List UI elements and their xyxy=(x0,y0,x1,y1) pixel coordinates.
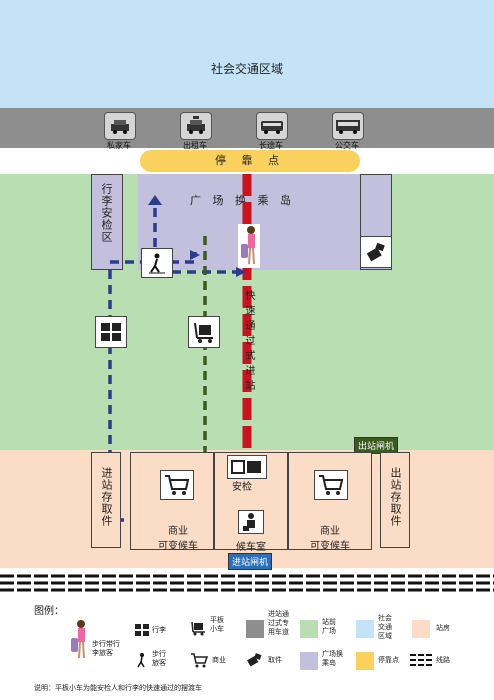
waiting-room-label: 候车室 xyxy=(236,542,266,553)
traveler-icon xyxy=(238,510,264,534)
arrow-right-icon xyxy=(190,250,200,260)
legend-swatch xyxy=(300,620,318,638)
car-icon xyxy=(104,112,136,140)
legend-text: 步行带行李旅客 xyxy=(92,640,120,657)
legend-text: 停靠点 xyxy=(378,656,399,664)
cart-icon xyxy=(188,316,220,348)
legend-swatch xyxy=(356,620,374,638)
legend-text: 商业 xyxy=(212,656,226,664)
legend-text: 取件 xyxy=(268,656,282,664)
inbound-storage: 进站存取件 xyxy=(91,452,121,548)
legend-swatch xyxy=(300,652,318,670)
legend-text: 社会交通区域 xyxy=(378,614,392,640)
vehicle-label: 出租车 xyxy=(183,141,207,150)
arrow-up-icon xyxy=(148,195,162,205)
vehicle-taxi: 出租车 xyxy=(180,112,218,151)
legend-swatch xyxy=(412,620,430,638)
legend-text: 广场换乘岛 xyxy=(322,650,343,667)
taxi-icon xyxy=(180,112,212,140)
transfer-island-label: 广 场 换 乘 岛 xyxy=(190,194,295,207)
legend-swatch xyxy=(356,652,374,670)
arrow-right-icon xyxy=(236,267,246,277)
legend-text: 进站通过式专用车道 xyxy=(268,610,289,636)
shop-left-label: 商业 可变候车 xyxy=(158,526,198,552)
social-traffic-zone xyxy=(0,0,494,108)
luggage-icon xyxy=(95,316,127,348)
luggage-check-area: 行李安检区 xyxy=(91,174,123,270)
security-label: 安检 xyxy=(232,482,252,493)
legend-text: 行李 xyxy=(152,626,166,634)
vehicle-coach: 长途车 xyxy=(256,112,294,151)
outbound-storage: 出站存取件 xyxy=(380,452,410,548)
shopping-cart-icon xyxy=(160,470,194,500)
shop-left xyxy=(130,452,214,550)
track-icon xyxy=(410,654,434,666)
vehicle-bus: 公交车 xyxy=(332,112,370,151)
coach-icon xyxy=(256,112,288,140)
pedestrian-icon xyxy=(134,652,150,668)
track-lines xyxy=(0,574,494,592)
vehicle-label: 长途车 xyxy=(259,141,283,150)
traveler-luggage-icon xyxy=(238,224,260,268)
legend-text: 线路 xyxy=(436,656,450,664)
shopping-cart-icon xyxy=(314,470,348,500)
stop-point: 停 靠 点 xyxy=(140,150,360,172)
traveler-luggage-icon xyxy=(68,618,90,662)
road-strip xyxy=(0,108,494,148)
entry-gate: 进站闸机 xyxy=(228,553,273,570)
legend-text: 站房 xyxy=(436,624,450,632)
bus-icon xyxy=(332,112,364,140)
shopping-cart-icon xyxy=(190,652,209,668)
exit-gate: 出站闸机 xyxy=(354,437,399,454)
legend-text: 平板小车 xyxy=(210,616,224,633)
legend-swatch xyxy=(246,620,264,638)
footnote: 说明：平板小车为能安检人和行李的快速通过的摆渡车 xyxy=(34,684,202,692)
legend-title: 图例： xyxy=(34,606,64,617)
cart-icon xyxy=(190,620,206,636)
vehicle-label: 公交车 xyxy=(335,141,359,150)
vehicle-private: 私家车 xyxy=(104,112,142,151)
pedestrian-icon xyxy=(141,248,173,278)
shop-right-label: 商业 可变候车 xyxy=(310,526,350,552)
express-lane-label: 快速通过式进站 xyxy=(243,290,254,395)
pickup-icon xyxy=(360,236,392,268)
legend-text: 步行旅客 xyxy=(152,650,166,667)
legend-text: 站前广场 xyxy=(322,618,336,635)
vehicle-label: 私家车 xyxy=(107,141,131,150)
social-traffic-label: 社会交通区域 xyxy=(210,62,283,76)
luggage-icon xyxy=(134,622,150,636)
shop-right xyxy=(288,452,372,550)
pickup-icon xyxy=(246,652,264,668)
security-icon xyxy=(227,455,267,479)
